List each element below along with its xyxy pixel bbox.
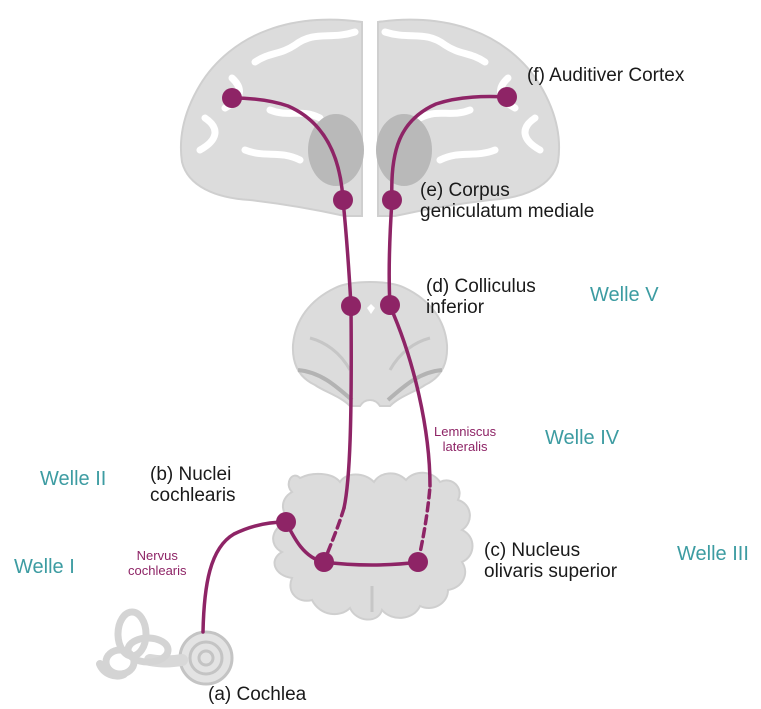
label-lemniscus-lateralis: Lemniscus lateralis — [434, 424, 496, 454]
node-ic-right — [380, 295, 400, 315]
inner-ear-cochlea-icon — [100, 612, 232, 684]
node-mgb-right — [382, 190, 402, 210]
label-wave-5: Welle V — [590, 284, 659, 307]
label-ic-line1: (d) Colliculus — [426, 276, 536, 297]
label-wave-4: Welle IV — [545, 427, 619, 450]
label-mgb-line1: (e) Corpus — [420, 180, 594, 201]
label-wave-2: Welle II — [40, 468, 106, 491]
label-wave-1: Welle I — [14, 556, 75, 579]
label-nervus-line2: cochlearis — [128, 563, 187, 578]
node-mgb-left — [333, 190, 353, 210]
brainstem-section-icon — [273, 473, 472, 620]
label-soc-line1: (c) Nucleus — [484, 540, 617, 561]
node-soc-right — [408, 552, 428, 572]
label-nervus-line1: Nervus — [128, 548, 187, 563]
label-nervus-cochlearis: Nervus cochlearis — [128, 548, 187, 578]
node-soc-left — [314, 552, 334, 572]
node-ic-left — [341, 296, 361, 316]
label-mgb-line2: geniculatum mediale — [420, 201, 594, 222]
label-cn-line2: cochlearis — [150, 485, 236, 506]
label-lemniscus-line1: Lemniscus — [434, 424, 496, 439]
label-lemniscus-line2: lateralis — [434, 439, 496, 454]
node-cortex-right — [497, 87, 517, 107]
label-ic-line2: inferior — [426, 297, 536, 318]
label-inferior-colliculus: (d) Colliculus inferior — [426, 276, 536, 318]
label-soc-line2: olivaris superior — [484, 561, 617, 582]
node-cortex-left — [222, 88, 242, 108]
label-auditory-cortex: (f) Auditiver Cortex — [527, 65, 684, 86]
midbrain-section-icon — [293, 282, 447, 406]
label-cn-line1: (b) Nuclei — [150, 464, 236, 485]
label-wave-3: Welle III — [677, 543, 749, 566]
label-cochlea: (a) Cochlea — [208, 684, 306, 705]
label-cochlear-nuclei: (b) Nuclei cochlearis — [150, 464, 236, 506]
node-cochlear-nucleus — [276, 512, 296, 532]
label-superior-olive: (c) Nucleus olivaris superior — [484, 540, 617, 582]
label-medial-geniculate: (e) Corpus geniculatum mediale — [420, 180, 594, 222]
